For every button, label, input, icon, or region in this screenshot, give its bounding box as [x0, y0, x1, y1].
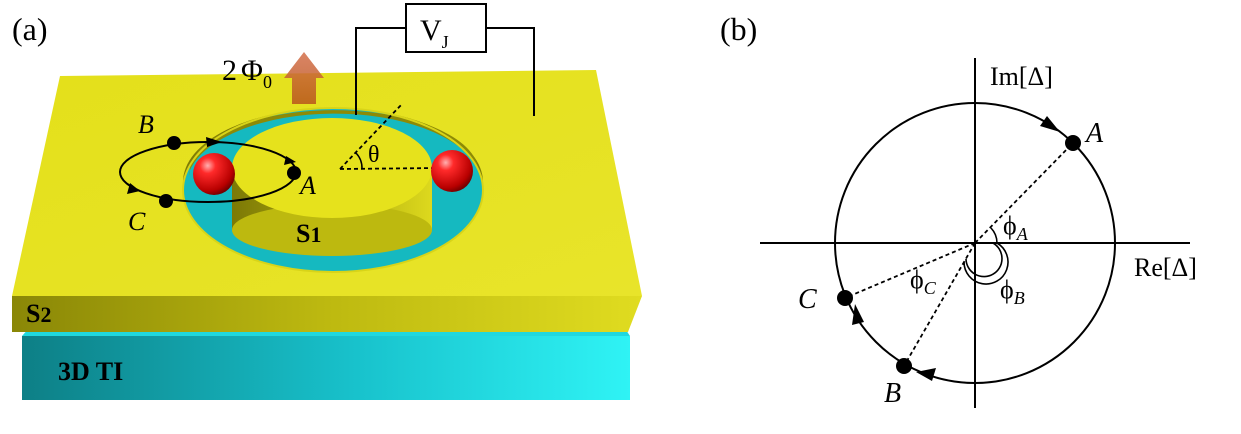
panel-a: (a) S1 S2 3D TI VJ: [12, 3, 642, 400]
orbit-point-b: [167, 136, 181, 150]
arc-phi-b-outer: [963, 242, 1009, 285]
circle-arrow-c: [852, 304, 864, 325]
panel-b-label: (b): [720, 11, 757, 47]
orbit-arrow-top: [206, 137, 222, 147]
vortex-left: [193, 153, 235, 195]
circle-arrow-a: [1040, 116, 1060, 132]
panel-a-label: (a): [12, 11, 48, 47]
point-label-b: B: [884, 378, 901, 409]
arc-phi-b-inner: [965, 242, 1003, 278]
im-axis-label: Im[Δ]: [990, 62, 1053, 91]
circle-arrow-b: [916, 368, 936, 381]
ti-label: 3D TI: [58, 357, 123, 386]
orbit-point-c: [159, 194, 173, 208]
angle-label: θ: [368, 142, 380, 168]
orbit-point-a: [287, 166, 301, 180]
point-c: [837, 290, 853, 306]
s1-label: S1: [296, 219, 321, 248]
orbit-label-a: A: [298, 171, 316, 200]
voltmeter-box: [405, 3, 487, 53]
voltage-wire-left: [355, 27, 406, 115]
unit-circle: [834, 102, 1116, 384]
s2-label: S2: [26, 299, 51, 328]
angle-ray-upper: [339, 103, 403, 170]
voltage-wire-right: [486, 27, 535, 116]
voltmeter-label: VJ: [420, 14, 449, 52]
s1-island-top: [232, 118, 432, 218]
phi-c-label: ϕC: [910, 265, 937, 298]
orbit-label-b: B: [138, 110, 154, 139]
orbit-label-c: C: [128, 207, 146, 236]
s1-island-side-bottom: [232, 204, 432, 256]
angle-arc: [355, 152, 363, 170]
ray-b: [903, 242, 976, 367]
point-b: [896, 358, 912, 374]
angle-ray-lower: [339, 167, 441, 170]
flux-arrow: [284, 52, 324, 104]
panel-b: (b) Im[Δ] Re[Δ] A B C ϕA ϕB: [720, 11, 1197, 409]
ray-a: [974, 142, 1074, 244]
phi-a-label: ϕA: [1003, 211, 1029, 244]
point-label-a: A: [1084, 118, 1104, 149]
phi-b-label: ϕB: [1000, 275, 1025, 308]
re-axis-label: Re[Δ]: [1134, 253, 1197, 282]
point-a: [1065, 135, 1081, 151]
s2-front: [12, 296, 642, 332]
ti-slab-front: [22, 336, 630, 400]
orbit-arrow-right: [284, 156, 296, 165]
arc-phi-a: [990, 227, 998, 244]
vortex-right: [431, 150, 473, 192]
point-label-c: C: [798, 284, 817, 315]
orbit-arrow-left: [127, 183, 140, 194]
ring-outer-rim: [182, 107, 484, 273]
ray-c: [844, 242, 976, 299]
